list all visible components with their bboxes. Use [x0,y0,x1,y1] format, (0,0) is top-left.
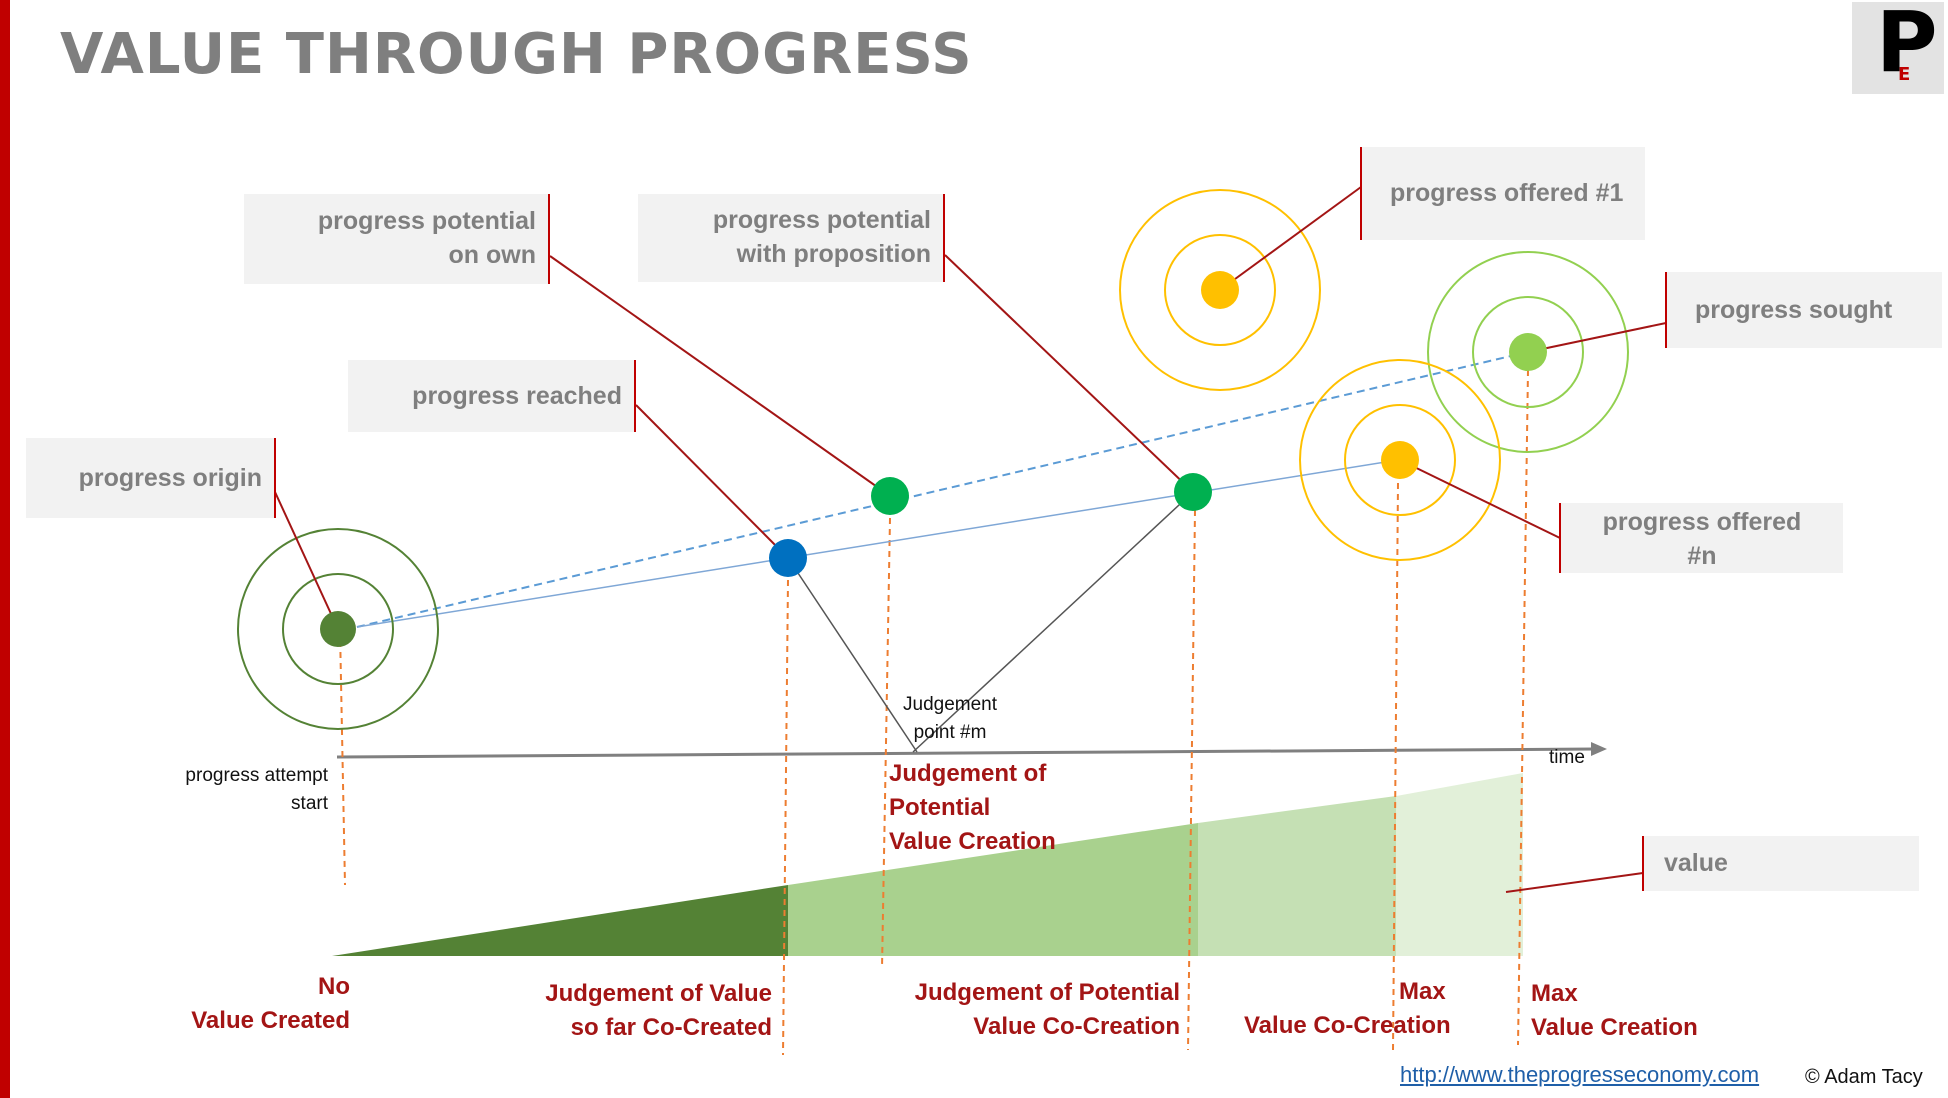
logo-letter: P [1876,0,1938,91]
time-axis [336,747,1596,759]
max-value-creation-label: Max Value Creation [1531,977,1698,1045]
time-axis-arrowhead [1591,742,1607,756]
callout-potential-proposition: progress potential with proposition [638,194,945,282]
connector-value [1505,872,1644,893]
connector-offered-n [1399,459,1561,539]
callout-potential-own-line1: progress potential [317,207,536,235]
no-value-line2: Value Created [191,1007,350,1034]
progress-economy-logo-icon: P E [1852,0,1944,94]
callout-progress-origin-text: progress origin [78,464,262,492]
footer-copyright: © Adam Tacy [1805,1066,1923,1088]
value-wedge-lighter [1396,773,1523,956]
judgement-potential-line2: Potential [889,794,991,821]
slide-title: VALUE THROUGH PROGRESS [60,22,973,87]
judgement-point-line2: point #m [913,722,987,743]
guide-reached [782,579,789,1056]
max-creation-line2: Value Creation [1531,1014,1698,1041]
rings-offered-1 [1119,189,1321,391]
judgement-potential-line3: Value Creation [889,828,1056,855]
connector-lines [274,186,1667,893]
progress-potential-own-dot-icon [871,477,909,515]
footer-website-link[interactable]: http://www.theprogresseconomy.com [1400,1062,1760,1087]
judgement-point-line1: Judgement [903,694,998,715]
judgement-potential-value-creation-label: Judgement of Potential Value Creation [889,757,1056,859]
callout-value: value [1642,836,1919,891]
rings-sought [1427,251,1629,453]
callout-offered-n: progress offered #n [1559,503,1843,573]
connector-reached [635,404,789,559]
callout-value-text: value [1664,849,1728,877]
callout-offered-n-line2: #n [1687,542,1717,570]
callout-offered-1-text: progress offered #1 [1390,179,1624,207]
callout-potential-own-line2: on own [448,241,536,269]
guide-potential-proposition [1187,509,1196,1051]
connector-origin [274,491,339,630]
guide-sought [1517,369,1529,1046]
judgement-potential-cocreation-line1: Judgement of Potential [914,979,1180,1006]
callout-progress-reached: progress reached [348,360,636,432]
vertical-guides [339,369,1529,1056]
judgement-line-right [912,491,1194,753]
left-accent-bar [0,0,10,1098]
max-cocreation-line1: Max [1399,978,1446,1005]
callout-offered-n-line1: progress offered [1602,508,1802,536]
progress-attempt-start-label: progress attempt start [150,762,328,818]
progress-sought-dot-icon [1509,333,1547,371]
callout-progress-sought-text: progress sought [1695,296,1893,324]
progress-origin-dot-icon [320,611,356,647]
logo-sub-letter: E [1898,64,1911,85]
max-creation-line1: Max [1531,980,1578,1007]
max-cocreation-line2: Value Co-Creation [1244,1012,1451,1039]
guide-offered-n [1392,482,1399,1051]
rings-origin [237,528,439,730]
max-value-cocreation-label: Max Value Co-Creation [1244,975,1451,1043]
no-value-created-label: No Value Created [160,970,350,1038]
solid-trajectory [356,459,1399,628]
judgement-potential-cocreation-label: Judgement of Potential Value Co-Creation [880,976,1180,1044]
judgement-potential-cocreation-line2: Value Co-Creation [973,1013,1180,1040]
judgement-value-so-far-line1: Judgement of Value [545,980,772,1007]
callout-progress-reached-text: progress reached [412,382,622,410]
value-wedge-light [1198,796,1396,956]
callout-progress-origin: progress origin [26,438,276,518]
progress-offered-n-dot-icon [1381,441,1419,479]
callout-progress-sought: progress sought [1665,272,1942,348]
time-axis-label: time [1549,747,1585,768]
judgement-potential-line1: Judgement of [889,760,1047,787]
connector-offered-1 [1219,186,1362,291]
callout-potential-own: progress potential on own [244,194,550,284]
judgement-line-left [787,557,918,753]
value-wedge-mid [788,823,1198,956]
progress-attempt-start-line1: progress attempt [185,765,328,786]
value-wedge-dark [332,885,788,956]
guide-origin [339,629,346,886]
progress-potential-proposition-dot-icon [1174,473,1212,511]
guide-potential-own [881,517,891,969]
connector-potential-proposition [944,254,1194,493]
dashed-trajectory [356,351,1529,628]
rings-offered-n [1299,359,1501,561]
callout-potential-proposition-line2: with proposition [736,240,931,268]
connector-potential-own [549,255,891,497]
progress-attempt-start-line2: start [291,793,328,814]
no-value-line1: No [318,973,350,1000]
callout-potential-proposition-line1: progress potential [712,206,931,234]
progress-reached-dot-icon [769,539,807,577]
progress-offered-1-dot-icon [1201,271,1239,309]
judgement-point-label: Judgement point #m [903,691,997,747]
judgement-value-so-far-line2: so far Co-Created [570,1014,772,1041]
callout-offered-1: progress offered #1 [1360,147,1645,240]
connector-sought [1527,322,1667,353]
judgement-value-so-far-label: Judgement of Value so far Co-Created [520,977,772,1045]
